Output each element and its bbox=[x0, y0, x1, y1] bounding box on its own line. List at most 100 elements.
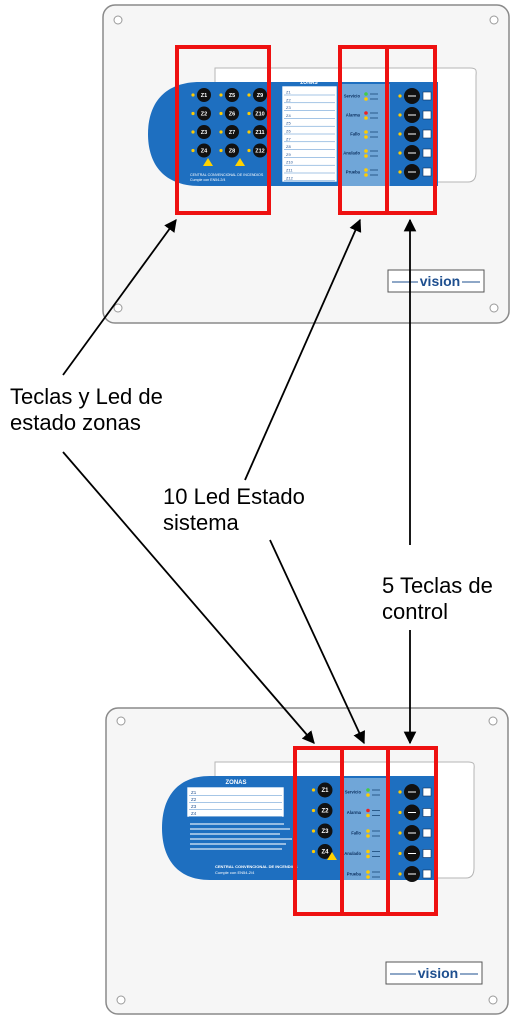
zone-button[interactable] bbox=[225, 125, 239, 139]
status-led-icon bbox=[364, 97, 368, 101]
zone-button[interactable] bbox=[253, 88, 267, 102]
control-key-symbol-icon bbox=[422, 129, 432, 139]
zone-list-label: Z10 bbox=[286, 160, 294, 165]
screw-icon bbox=[113, 15, 123, 25]
zone-led-icon bbox=[219, 111, 223, 116]
zone-button[interactable] bbox=[197, 143, 211, 158]
control-key-led-icon bbox=[398, 851, 402, 856]
status-led-icon bbox=[364, 135, 368, 139]
zone-button-label: Z10 bbox=[255, 111, 264, 117]
zone-led-icon bbox=[311, 829, 316, 833]
zone-button-label: Z4 bbox=[201, 148, 208, 154]
zone-led-icon bbox=[311, 788, 316, 792]
zone-list-label: Z2 bbox=[191, 797, 197, 802]
zone-button[interactable] bbox=[253, 143, 267, 158]
zone-button[interactable] bbox=[197, 106, 211, 121]
zone-led-icon bbox=[247, 111, 251, 116]
status-led-icon bbox=[366, 875, 370, 879]
control-key-symbol-icon bbox=[422, 167, 432, 177]
zone-list-label: Z6 bbox=[286, 129, 291, 134]
zone-button[interactable] bbox=[225, 88, 239, 102]
status-led-icon bbox=[366, 813, 370, 818]
zone-button[interactable] bbox=[225, 143, 239, 158]
control-key-led-icon bbox=[398, 151, 402, 155]
screw-icon bbox=[488, 995, 498, 1005]
zone-button[interactable] bbox=[317, 782, 333, 798]
control-key-symbol-icon bbox=[422, 869, 432, 879]
status-led-icon bbox=[364, 116, 368, 120]
status-label: Anulado bbox=[344, 851, 361, 856]
status-label: Servicio bbox=[345, 790, 362, 795]
zone-button-label: Z9 bbox=[257, 93, 263, 99]
zone-button[interactable] bbox=[197, 88, 211, 102]
zone-led-icon bbox=[219, 148, 223, 153]
vision-logo-box bbox=[385, 961, 483, 985]
control-key-symbol-icon bbox=[422, 787, 432, 797]
status-label: Alarma bbox=[347, 810, 362, 815]
zone-list-label: Z1 bbox=[286, 90, 291, 95]
zone-led-icon bbox=[219, 130, 223, 134]
status-label: Anulado bbox=[343, 151, 360, 156]
zone-button[interactable] bbox=[317, 823, 333, 839]
zone-list-box bbox=[186, 786, 285, 818]
callout-keys: 5 Teclas de control bbox=[382, 573, 493, 624]
warning-triangle-icon bbox=[235, 158, 245, 166]
zones-header: ZONAS bbox=[226, 780, 247, 786]
control-key-symbol-icon bbox=[422, 808, 432, 817]
zone-list-label: Z4 bbox=[191, 811, 197, 816]
zone-led-icon bbox=[311, 808, 316, 813]
instruction-lines bbox=[190, 823, 292, 850]
zone-list-label: Z7 bbox=[286, 136, 291, 141]
status-led-icon bbox=[364, 149, 368, 153]
zone-button-label: Z8 bbox=[229, 148, 235, 154]
zone-list-label: Z11 bbox=[286, 168, 293, 173]
status-label: Prueba bbox=[346, 170, 361, 175]
zone-button[interactable] bbox=[225, 106, 239, 121]
status-led-icon bbox=[366, 808, 370, 813]
screw-icon bbox=[113, 303, 123, 313]
control-key-led-icon bbox=[398, 790, 402, 794]
zone-button-label: Z11 bbox=[255, 130, 264, 136]
arrow-zones-top bbox=[62, 218, 177, 376]
zone-button-label: Z1 bbox=[201, 93, 207, 99]
zone-button[interactable] bbox=[197, 125, 211, 139]
arrow-zones-bottom bbox=[62, 451, 315, 744]
zone-list-label: Z4 bbox=[286, 113, 291, 118]
zone-button[interactable] bbox=[253, 125, 267, 139]
control-keys bbox=[398, 784, 432, 882]
screw-icon bbox=[489, 15, 499, 25]
zone-led-icon bbox=[247, 93, 251, 97]
zone-button[interactable] bbox=[253, 106, 267, 121]
status-led-icon bbox=[364, 168, 368, 172]
zone-led-icon bbox=[247, 148, 251, 153]
zone-led-icon bbox=[191, 111, 195, 116]
control-key-led-icon bbox=[398, 872, 402, 876]
zone-button[interactable] bbox=[317, 844, 333, 859]
zone-list-label: Z9 bbox=[286, 152, 291, 157]
status-led-icon bbox=[366, 870, 370, 874]
highlight-control-keys bbox=[385, 45, 437, 215]
zone-list-label: Z8 bbox=[286, 144, 291, 149]
zone-list-label: Z3 bbox=[286, 105, 291, 110]
zone-led-icon bbox=[191, 148, 195, 153]
callout-arrows bbox=[62, 218, 417, 745]
zone-button-label: Z7 bbox=[229, 130, 235, 136]
control-key-led-icon bbox=[398, 170, 402, 174]
zone-list-label: Z12 bbox=[286, 175, 294, 180]
zone-list-label: Z1 bbox=[191, 790, 197, 795]
zone-button-label: Z2 bbox=[201, 111, 207, 117]
panel-footer-text: Cumple con EN54-2/4 bbox=[190, 178, 225, 182]
status-label: Servicio bbox=[344, 94, 361, 99]
status-led-icon bbox=[364, 92, 368, 96]
status-led-icon bbox=[366, 793, 370, 797]
zone-button-label: Z12 bbox=[255, 148, 264, 154]
zone-button-label: Z4 bbox=[321, 850, 329, 856]
zone-button[interactable] bbox=[317, 803, 333, 818]
control-key-led-icon bbox=[398, 132, 402, 136]
